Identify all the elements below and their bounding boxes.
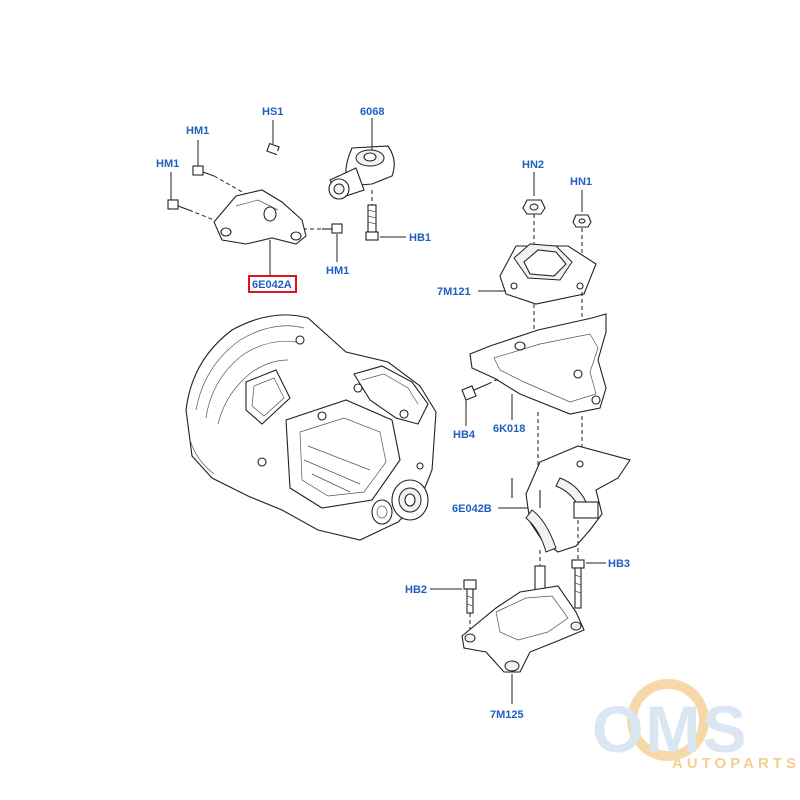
watermark-sub: AUTOPARTS [672, 755, 800, 772]
watermark-brand: OMS [592, 692, 748, 766]
label-6e042a: 6E042A [252, 279, 292, 291]
bolt-hm1-a [192, 140, 247, 195]
bolt-hm1-c [296, 223, 343, 262]
bracket-6k018 [469, 313, 607, 500]
bolt-hb2 [430, 579, 477, 632]
label-hm1-a: HM1 [186, 125, 209, 137]
highlight-box-6e042a [248, 275, 297, 293]
label-hb2: HB2 [405, 584, 427, 596]
bracket-6e042b [498, 445, 631, 568]
label-hm1-c: HM1 [326, 265, 349, 277]
bolt-hm1-b [167, 172, 215, 221]
label-7m121: 7M121 [437, 286, 471, 298]
label-hs1: HS1 [262, 106, 283, 118]
label-6068: 6068 [360, 106, 384, 118]
watermark: OMS AUTOPARTS [592, 679, 800, 772]
bolt-hb4 [461, 377, 501, 426]
label-hm1-b: HM1 [156, 158, 179, 170]
label-6k018: 6K018 [493, 423, 525, 435]
watermark-gear-icon [627, 679, 709, 761]
bolt-hs1 [266, 120, 319, 172]
nut-hn1 [572, 190, 592, 260]
bolt-hb3 [571, 559, 606, 609]
bolt-hb1 [365, 190, 406, 241]
mount-6068 [328, 118, 395, 200]
label-hb4: HB4 [453, 429, 476, 441]
nut-hn2 [522, 172, 546, 244]
label-hn1: HN1 [570, 176, 592, 188]
label-hb1: HB1 [409, 232, 431, 244]
label-hb3: HB3 [608, 558, 630, 570]
bracket-6e042a [213, 189, 307, 276]
label-7m125: 7M125 [490, 709, 524, 721]
label-hn2: HN2 [522, 159, 544, 171]
label-6e042b: 6E042B [452, 503, 492, 515]
support-7m125 [461, 565, 585, 704]
insulator-7m121 [478, 243, 597, 360]
transmission-housing [185, 314, 437, 541]
